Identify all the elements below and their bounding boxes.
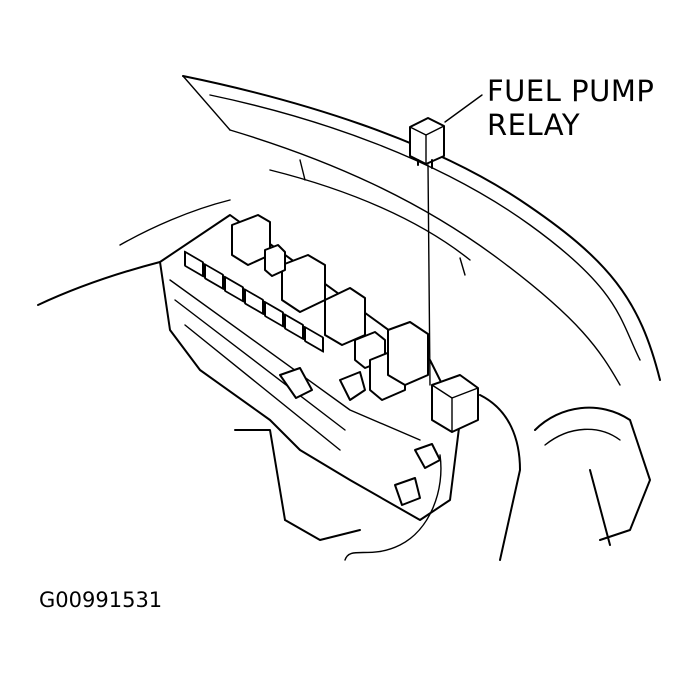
callout-line-2: RELAY bbox=[487, 108, 581, 142]
relay-install-line bbox=[427, 164, 431, 386]
callout-leader-line bbox=[444, 94, 483, 123]
fuse-row bbox=[184, 250, 324, 353]
relay-box bbox=[159, 214, 479, 521]
fuel-pump-relay-socket bbox=[431, 374, 479, 433]
callout-line-1: FUEL PUMP bbox=[487, 74, 655, 108]
fender-outline bbox=[37, 75, 661, 386]
relay-blocks bbox=[231, 214, 429, 401]
figure-id: G00991531 bbox=[39, 588, 163, 612]
fuel-pump-relay bbox=[409, 117, 445, 169]
fuel-pump-relay-label: FUEL PUMP RELAY bbox=[487, 74, 654, 142]
body-structure-right bbox=[479, 394, 651, 561]
mount-bracket bbox=[234, 429, 442, 561]
